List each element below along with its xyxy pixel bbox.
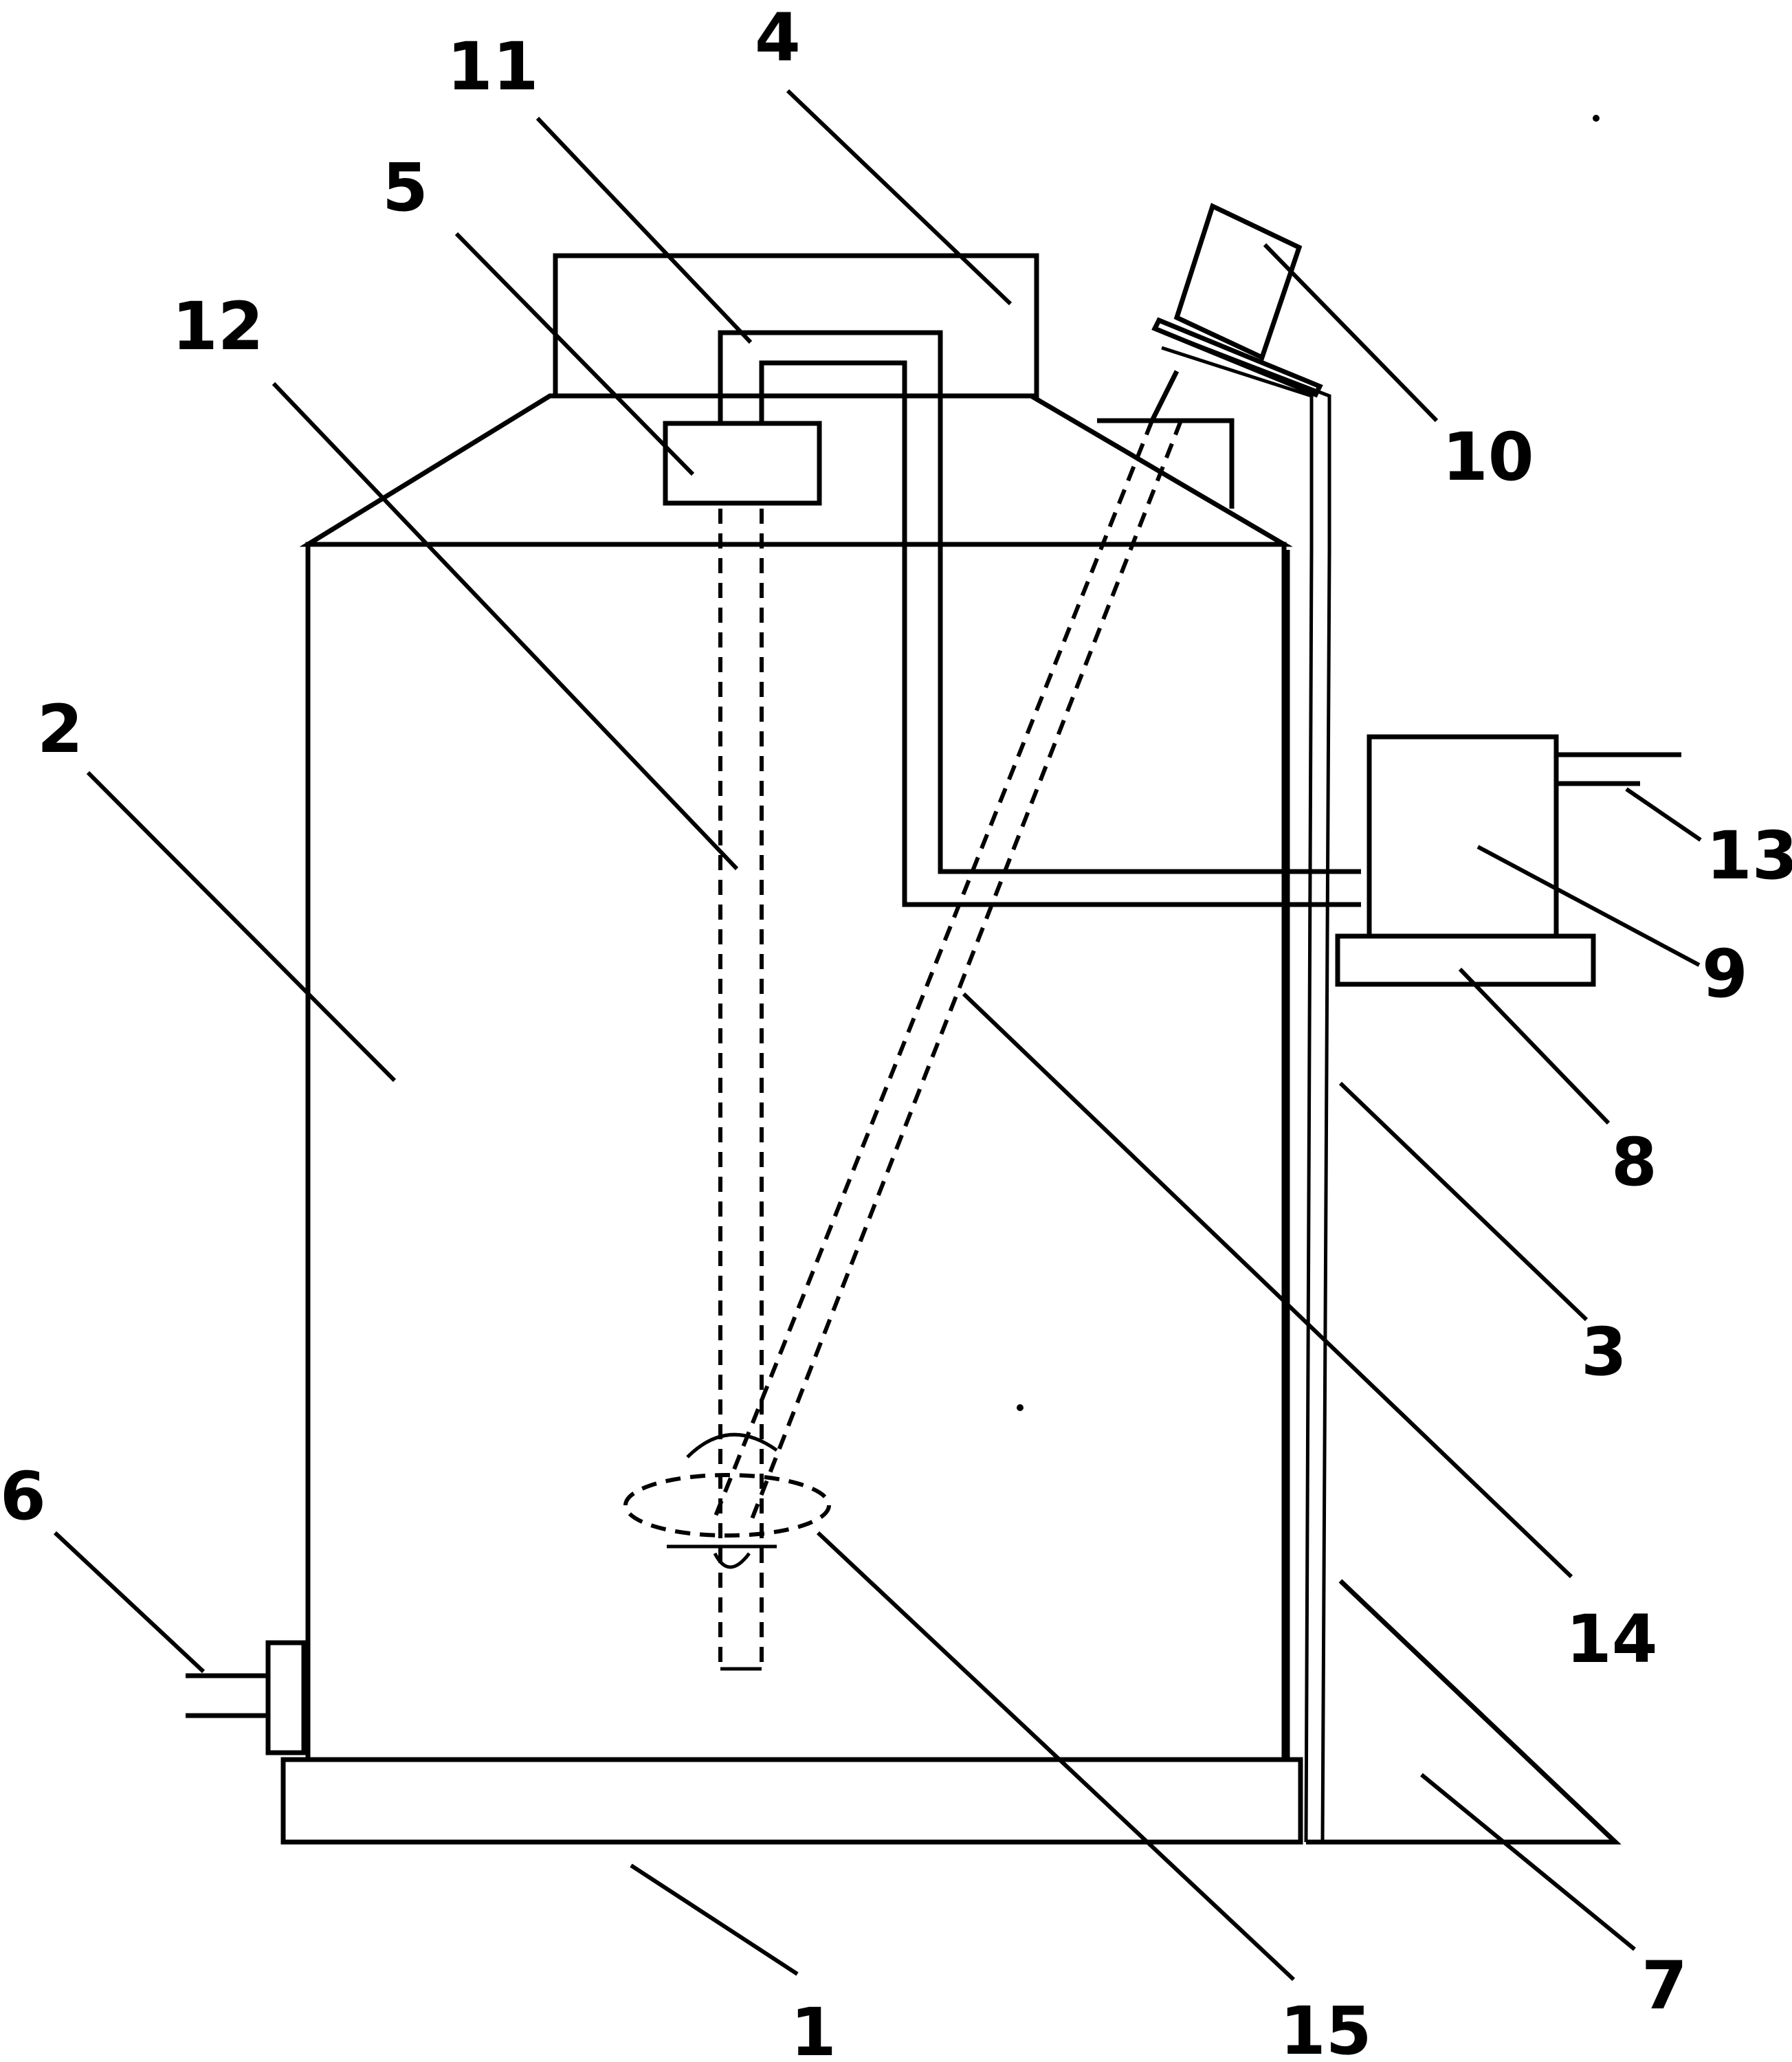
stirrer-blade	[667, 1432, 778, 1569]
leader-2	[86, 771, 397, 1083]
label-1: 1	[790, 1994, 837, 2062]
leader-9	[1476, 845, 1701, 967]
label-15: 15	[1280, 1993, 1372, 2062]
leader-11	[535, 116, 753, 344]
label-12: 12	[172, 288, 264, 365]
tank-cone-top	[299, 393, 1293, 547]
component-5-box	[663, 421, 822, 506]
motor-seat	[1097, 418, 1235, 509]
outlet-valve-6	[265, 1640, 307, 1755]
leader-8	[1458, 967, 1611, 1125]
label-6: 6	[0, 1458, 46, 1535]
label-7: 7	[1641, 1947, 1688, 2024]
pipe-11-outer	[718, 330, 1361, 874]
label-10: 10	[1442, 419, 1534, 496]
inclined-shaft-b	[747, 419, 1183, 1527]
label-4: 4	[755, 0, 801, 76]
leader-13	[1625, 787, 1702, 842]
speck-dot	[1017, 1404, 1024, 1411]
label-5: 5	[382, 149, 428, 226]
leader-1	[630, 1863, 799, 1976]
label-3: 3	[1581, 1313, 1627, 1390]
leader-3	[1338, 1081, 1589, 1322]
motor-10	[1173, 203, 1303, 361]
leader-6	[53, 1531, 206, 1674]
support-leg	[1306, 1579, 1622, 1845]
pipe-11-inner	[759, 360, 1361, 907]
pump-box-9	[1367, 734, 1559, 939]
stand-pole-outer	[1161, 346, 1314, 1843]
pump-bracket-8	[1335, 933, 1596, 987]
inclined-shaft-a	[713, 419, 1154, 1519]
label-11: 11	[447, 28, 539, 105]
tank-body	[305, 542, 1287, 1762]
label-9: 9	[1702, 935, 1748, 1012]
leader-15	[816, 1531, 1296, 1982]
stand-pole-inner	[1168, 332, 1331, 1843]
leader-5	[454, 232, 695, 476]
base-plate	[280, 1757, 1303, 1845]
leader-10	[1263, 243, 1439, 423]
label-14: 14	[1566, 1601, 1658, 1678]
speck-dot	[1593, 115, 1600, 122]
leader-12	[272, 381, 739, 871]
motor-10-flange	[1151, 317, 1323, 398]
label-8: 8	[1611, 1124, 1657, 1201]
motor-shaft-top	[1149, 370, 1180, 422]
leader-14	[962, 992, 1573, 1579]
top-cover-box	[553, 253, 1039, 399]
leader-7	[1420, 1773, 1636, 1951]
label-2: 2	[37, 691, 83, 768]
leader-4	[786, 89, 1013, 306]
stirrer-15	[623, 1473, 831, 1538]
label-13: 13	[1706, 817, 1792, 894]
